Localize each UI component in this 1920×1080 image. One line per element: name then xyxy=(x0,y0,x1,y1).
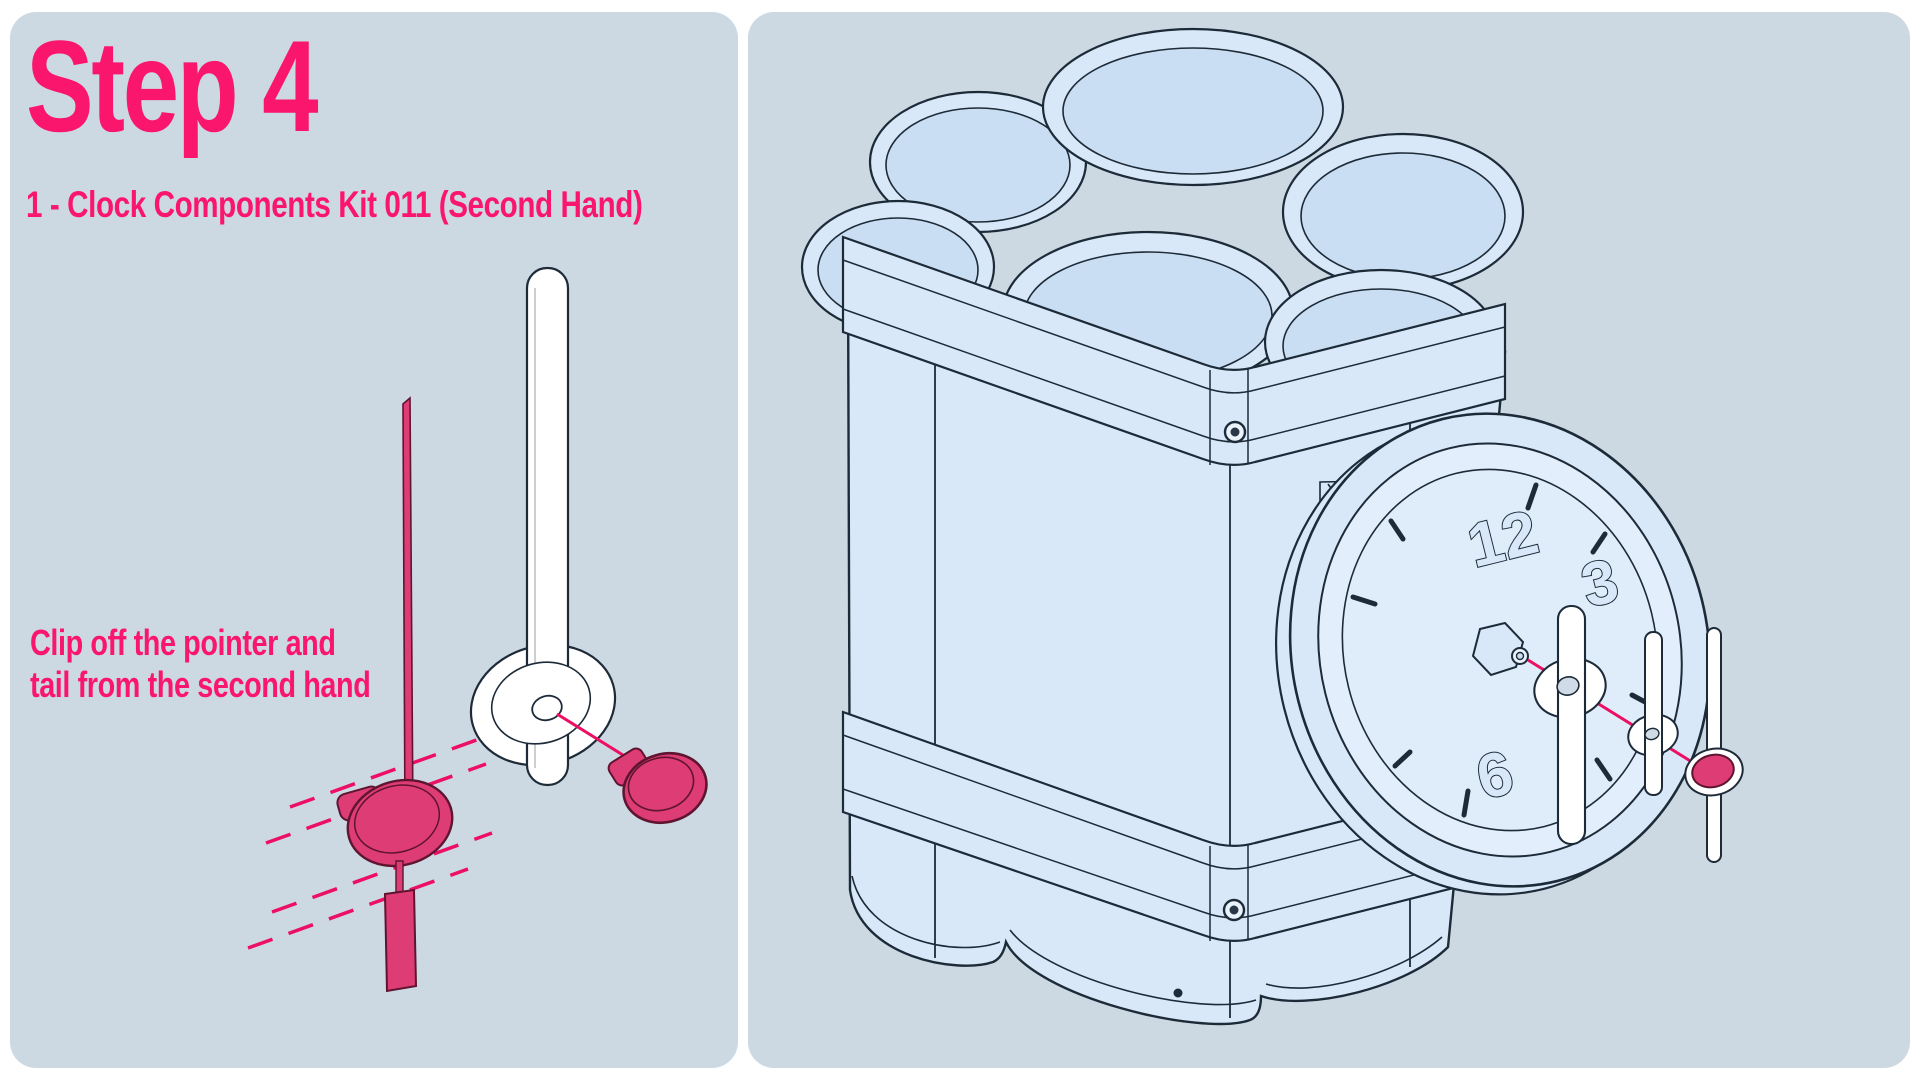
clock-dial: 12 3 6 xyxy=(1275,412,1712,896)
tail-stem xyxy=(395,860,404,895)
hex-nut-shaft xyxy=(1471,621,1529,677)
second-hand-clipped xyxy=(469,266,617,787)
instructions-panel: Step 4 1 - Clock Components Kit 011 (Sec… xyxy=(10,12,738,1068)
instruction-text: Clip off the pointer and tail from the s… xyxy=(30,622,371,706)
second-hand-original xyxy=(336,396,454,993)
tail-blade xyxy=(383,888,418,993)
hub-hole xyxy=(531,694,563,722)
bottom-strap xyxy=(841,710,1507,942)
cap-disc-rim xyxy=(627,756,695,812)
bundle-bottom-rims xyxy=(851,875,1443,1006)
step-title: Step 4 xyxy=(26,13,319,159)
hand-bar xyxy=(525,266,570,787)
top-strap xyxy=(841,235,1507,466)
hub-cap xyxy=(607,747,708,824)
hour-hand xyxy=(1627,631,1679,796)
second-hand-with-cap xyxy=(1684,627,1744,863)
assembly-panel: 12 3 6 xyxy=(748,12,1910,1068)
hand-hub xyxy=(346,778,454,868)
hand-hub-rim xyxy=(353,784,441,854)
instruction-line-2: tail from the second hand xyxy=(30,664,371,705)
kit-line: 1 - Clock Components Kit 011 (Second Han… xyxy=(26,184,643,225)
bottom-screw-dot xyxy=(1173,988,1183,998)
hub-cap xyxy=(1691,753,1735,789)
cut-line-marks xyxy=(247,726,511,950)
second-hand-diagram xyxy=(247,266,708,993)
cap-disc xyxy=(622,752,708,824)
hour-ticks xyxy=(1350,482,1650,818)
minute-hand xyxy=(1533,604,1607,846)
pointer-needle xyxy=(402,396,414,826)
clock-assembly-diagram: 12 3 6 xyxy=(800,27,1744,1026)
instruction-line-1: Clip off the pointer and xyxy=(30,622,336,663)
